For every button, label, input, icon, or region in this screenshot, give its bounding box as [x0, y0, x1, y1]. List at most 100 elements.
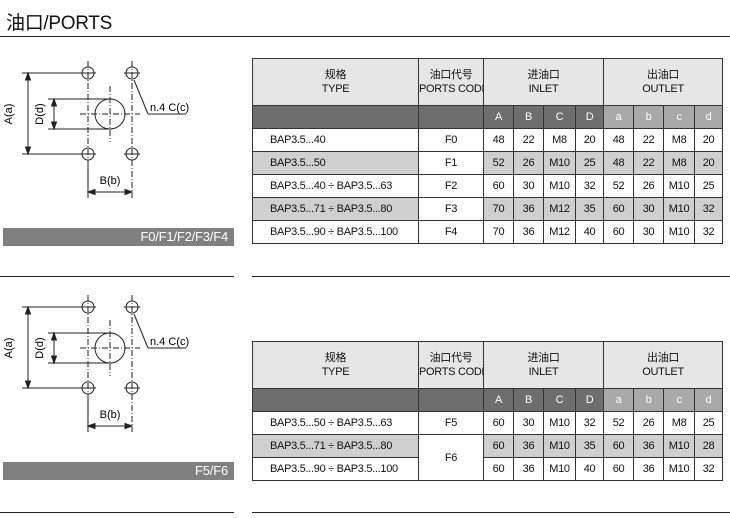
- code-cell: F4: [418, 220, 484, 244]
- col-header: d: [694, 105, 724, 129]
- value-cell: 32: [694, 220, 724, 244]
- table-row: BAP3.5...71 ÷ BAP3.5...80 F6 60 36 M10 3…: [252, 434, 724, 481]
- title-underline: [0, 36, 730, 37]
- col-header: B: [513, 388, 544, 412]
- value-cell: 22: [633, 151, 665, 175]
- type-cell: BAP3.5...40: [252, 128, 419, 152]
- value-cell: 26: [633, 174, 665, 198]
- hole-spec-label: n.4 C(c): [150, 336, 189, 348]
- page-title: 油口/PORTS: [6, 13, 112, 34]
- type-cell: BAP3.5...50: [252, 151, 419, 175]
- value-cell: 52: [483, 151, 514, 175]
- type-cell: BAP3.5...90 ÷ BAP3.5...100: [252, 220, 419, 244]
- table-row: BAP3.5...40 F0 48 22 M8 20 48 22 M8 20: [252, 128, 724, 152]
- type-cell: BAP3.5...50 ÷ BAP3.5...63: [252, 411, 419, 435]
- table-row: BAP3.5...40 ÷ BAP3.5...63 F2 60 30 M10 3…: [252, 174, 724, 198]
- value-cell: 25: [694, 411, 724, 435]
- figure-caption-f5-f6: F5/F6: [3, 462, 234, 480]
- value-cell: 30: [633, 220, 665, 244]
- value-cell: M8: [663, 151, 696, 175]
- value-cell: 60: [603, 434, 635, 458]
- col-header: c: [663, 105, 696, 129]
- subheader-blank: [252, 388, 419, 412]
- col-header: A: [483, 388, 514, 412]
- value-cell: M8: [543, 128, 576, 152]
- value-cell: 36: [513, 197, 544, 221]
- value-cell: 32: [574, 411, 605, 435]
- code-cell: F6: [418, 434, 484, 481]
- table-row: BAP3.5...50 F1 52 26 M10 25 48 22 M8 20: [252, 151, 724, 175]
- dimension-b-label: B(b): [100, 175, 121, 187]
- value-cell: M10: [663, 434, 696, 458]
- value-cell: 36: [633, 434, 665, 458]
- value-cell: 22: [633, 128, 665, 152]
- value-cell: 32: [694, 197, 724, 221]
- value-cell: 22: [513, 128, 544, 152]
- col-header: C: [543, 105, 576, 129]
- value-cell: M10: [663, 197, 696, 221]
- value-cell: 20: [694, 151, 724, 175]
- table-row: BAP3.5...50 ÷ BAP3.5...63 F5 60 30 M10 3…: [252, 411, 724, 435]
- col-header: b: [633, 388, 665, 412]
- value-cell: 35: [574, 434, 605, 458]
- subheader-blank: [418, 388, 484, 412]
- figure-caption-f0-f4: F0/F1/F2/F3/F4: [3, 228, 234, 246]
- type-cell: BAP3.5...71 ÷ BAP3.5...80: [252, 434, 419, 458]
- value-cell: 32: [694, 457, 724, 481]
- dimension-a-label: A(a): [3, 338, 15, 359]
- subheader-blank: [418, 105, 484, 129]
- value-cell: 60: [603, 220, 635, 244]
- value-cell: 40: [574, 457, 605, 481]
- col-header: c: [663, 388, 696, 412]
- value-cell: 20: [694, 128, 724, 152]
- section-divider-right: [252, 276, 730, 277]
- dimension-d-label: D(d): [34, 337, 46, 358]
- value-cell: 70: [483, 220, 514, 244]
- value-cell: 52: [603, 411, 635, 435]
- value-cell: 26: [633, 411, 665, 435]
- value-cell: 60: [483, 174, 514, 198]
- dimension-a-label: A(a): [3, 104, 15, 125]
- hole-spec-label: n.4 C(c): [150, 102, 189, 114]
- value-cell: 40: [574, 220, 605, 244]
- table-row: BAP3.5...71 ÷ BAP3.5...80 F3 70 36 M12 3…: [252, 197, 724, 221]
- table-row: BAP3.5...90 ÷ BAP3.5...100 60 36 M10 40 …: [252, 457, 724, 481]
- value-cell: 28: [694, 434, 724, 458]
- value-cell: M10: [663, 457, 696, 481]
- value-cell: 60: [603, 197, 635, 221]
- value-cell: M12: [543, 197, 576, 221]
- section-divider-left: [0, 276, 234, 277]
- value-cell: 60: [603, 457, 635, 481]
- value-cell: 25: [694, 174, 724, 198]
- value-cell: 36: [513, 220, 544, 244]
- value-cell: 48: [483, 128, 514, 152]
- code-cell: F1: [418, 151, 484, 175]
- value-cell: 32: [574, 174, 605, 198]
- value-cell: 25: [574, 151, 605, 175]
- value-cell: M10: [663, 174, 696, 198]
- code-cell: F0: [418, 128, 484, 152]
- value-cell: 30: [633, 197, 665, 221]
- col-header: a: [603, 388, 635, 412]
- value-cell: M10: [543, 411, 576, 435]
- table-subheader-row: A B C D a b c d: [252, 388, 724, 412]
- value-cell: 70: [483, 197, 514, 221]
- value-cell: 20: [574, 128, 605, 152]
- value-cell: 60: [483, 411, 514, 435]
- type-cell: BAP3.5...40 ÷ BAP3.5...63: [252, 174, 419, 198]
- value-cell: M12: [543, 220, 576, 244]
- col-header: d: [694, 388, 724, 412]
- value-cell: 60: [483, 457, 514, 481]
- value-cell: 36: [633, 457, 665, 481]
- col-header: a: [603, 105, 635, 129]
- value-cell: M8: [663, 128, 696, 152]
